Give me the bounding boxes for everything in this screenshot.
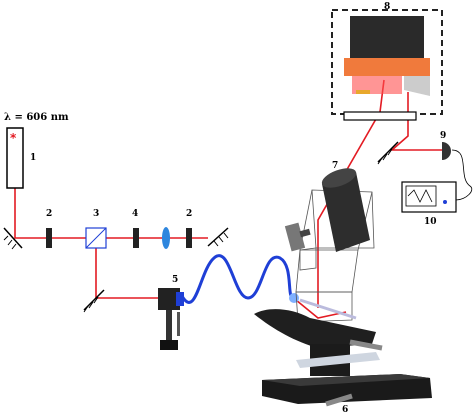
focusing-lens bbox=[162, 227, 170, 249]
label-oscilloscope: 10 bbox=[424, 217, 437, 227]
mirror-lower-left bbox=[83, 289, 105, 313]
beam-camera-to-pd bbox=[389, 92, 442, 151]
wavelength-label: λ = 606 nm bbox=[4, 112, 69, 123]
label-stage: 6 bbox=[342, 405, 348, 413]
adjustment-screw-bottom bbox=[325, 393, 353, 407]
beam-to-sample bbox=[295, 299, 347, 319]
mirror-photodiode bbox=[377, 141, 399, 165]
objective-barrel bbox=[322, 172, 370, 252]
photodiode-cable bbox=[451, 149, 473, 201]
fiber-tip-glow bbox=[289, 293, 299, 303]
camera-assembly: 8 bbox=[331, 2, 443, 121]
stage-plate bbox=[254, 309, 376, 348]
beam-laser-to-mirror bbox=[14, 146, 208, 239]
fiber-coupler: 5 bbox=[158, 275, 184, 350]
adjustment-screw-right bbox=[349, 339, 383, 351]
label-mirror-right: 2 bbox=[186, 209, 192, 219]
stage-lower-plate bbox=[296, 352, 380, 368]
camera-enclosure bbox=[331, 9, 443, 115]
filter-right: 2 bbox=[186, 209, 192, 248]
laser-star-icon: * bbox=[10, 131, 17, 145]
label-beam-splitter: 3 bbox=[93, 209, 99, 219]
camera-body bbox=[350, 16, 424, 62]
label-photodiode: 9 bbox=[440, 131, 446, 141]
mirror-left-start bbox=[3, 227, 23, 250]
beam-objective-up bbox=[317, 79, 385, 308]
filter-left: 2 bbox=[46, 209, 52, 248]
oscilloscope: 10 bbox=[401, 181, 457, 227]
shutter: 4 bbox=[132, 209, 139, 248]
label-mirror-left: 2 bbox=[46, 209, 52, 219]
optical-fiber bbox=[180, 254, 295, 304]
laser-source: * 1 λ = 606 nm bbox=[4, 112, 69, 189]
mirror-right-end bbox=[207, 227, 229, 247]
beam-splitter: 3 bbox=[85, 209, 107, 249]
camera-sensor bbox=[356, 90, 370, 94]
label-shutter: 4 bbox=[132, 209, 138, 219]
oscilloscope-trace bbox=[407, 189, 433, 203]
photodiode: 9 bbox=[440, 131, 473, 201]
camera-side-block bbox=[404, 76, 430, 96]
laser-tube bbox=[6, 127, 24, 189]
camera-glow bbox=[352, 76, 402, 94]
oscilloscope-knob bbox=[443, 200, 447, 204]
camera-heater bbox=[344, 58, 430, 76]
label-objective: 7 bbox=[332, 161, 338, 171]
label-laser: 1 bbox=[30, 153, 36, 163]
camera-window bbox=[343, 111, 417, 121]
label-fiber-coupler: 5 bbox=[172, 275, 178, 285]
focus-knob bbox=[284, 222, 306, 252]
label-camera: 8 bbox=[384, 2, 390, 12]
microscope: 7 bbox=[284, 161, 375, 323]
